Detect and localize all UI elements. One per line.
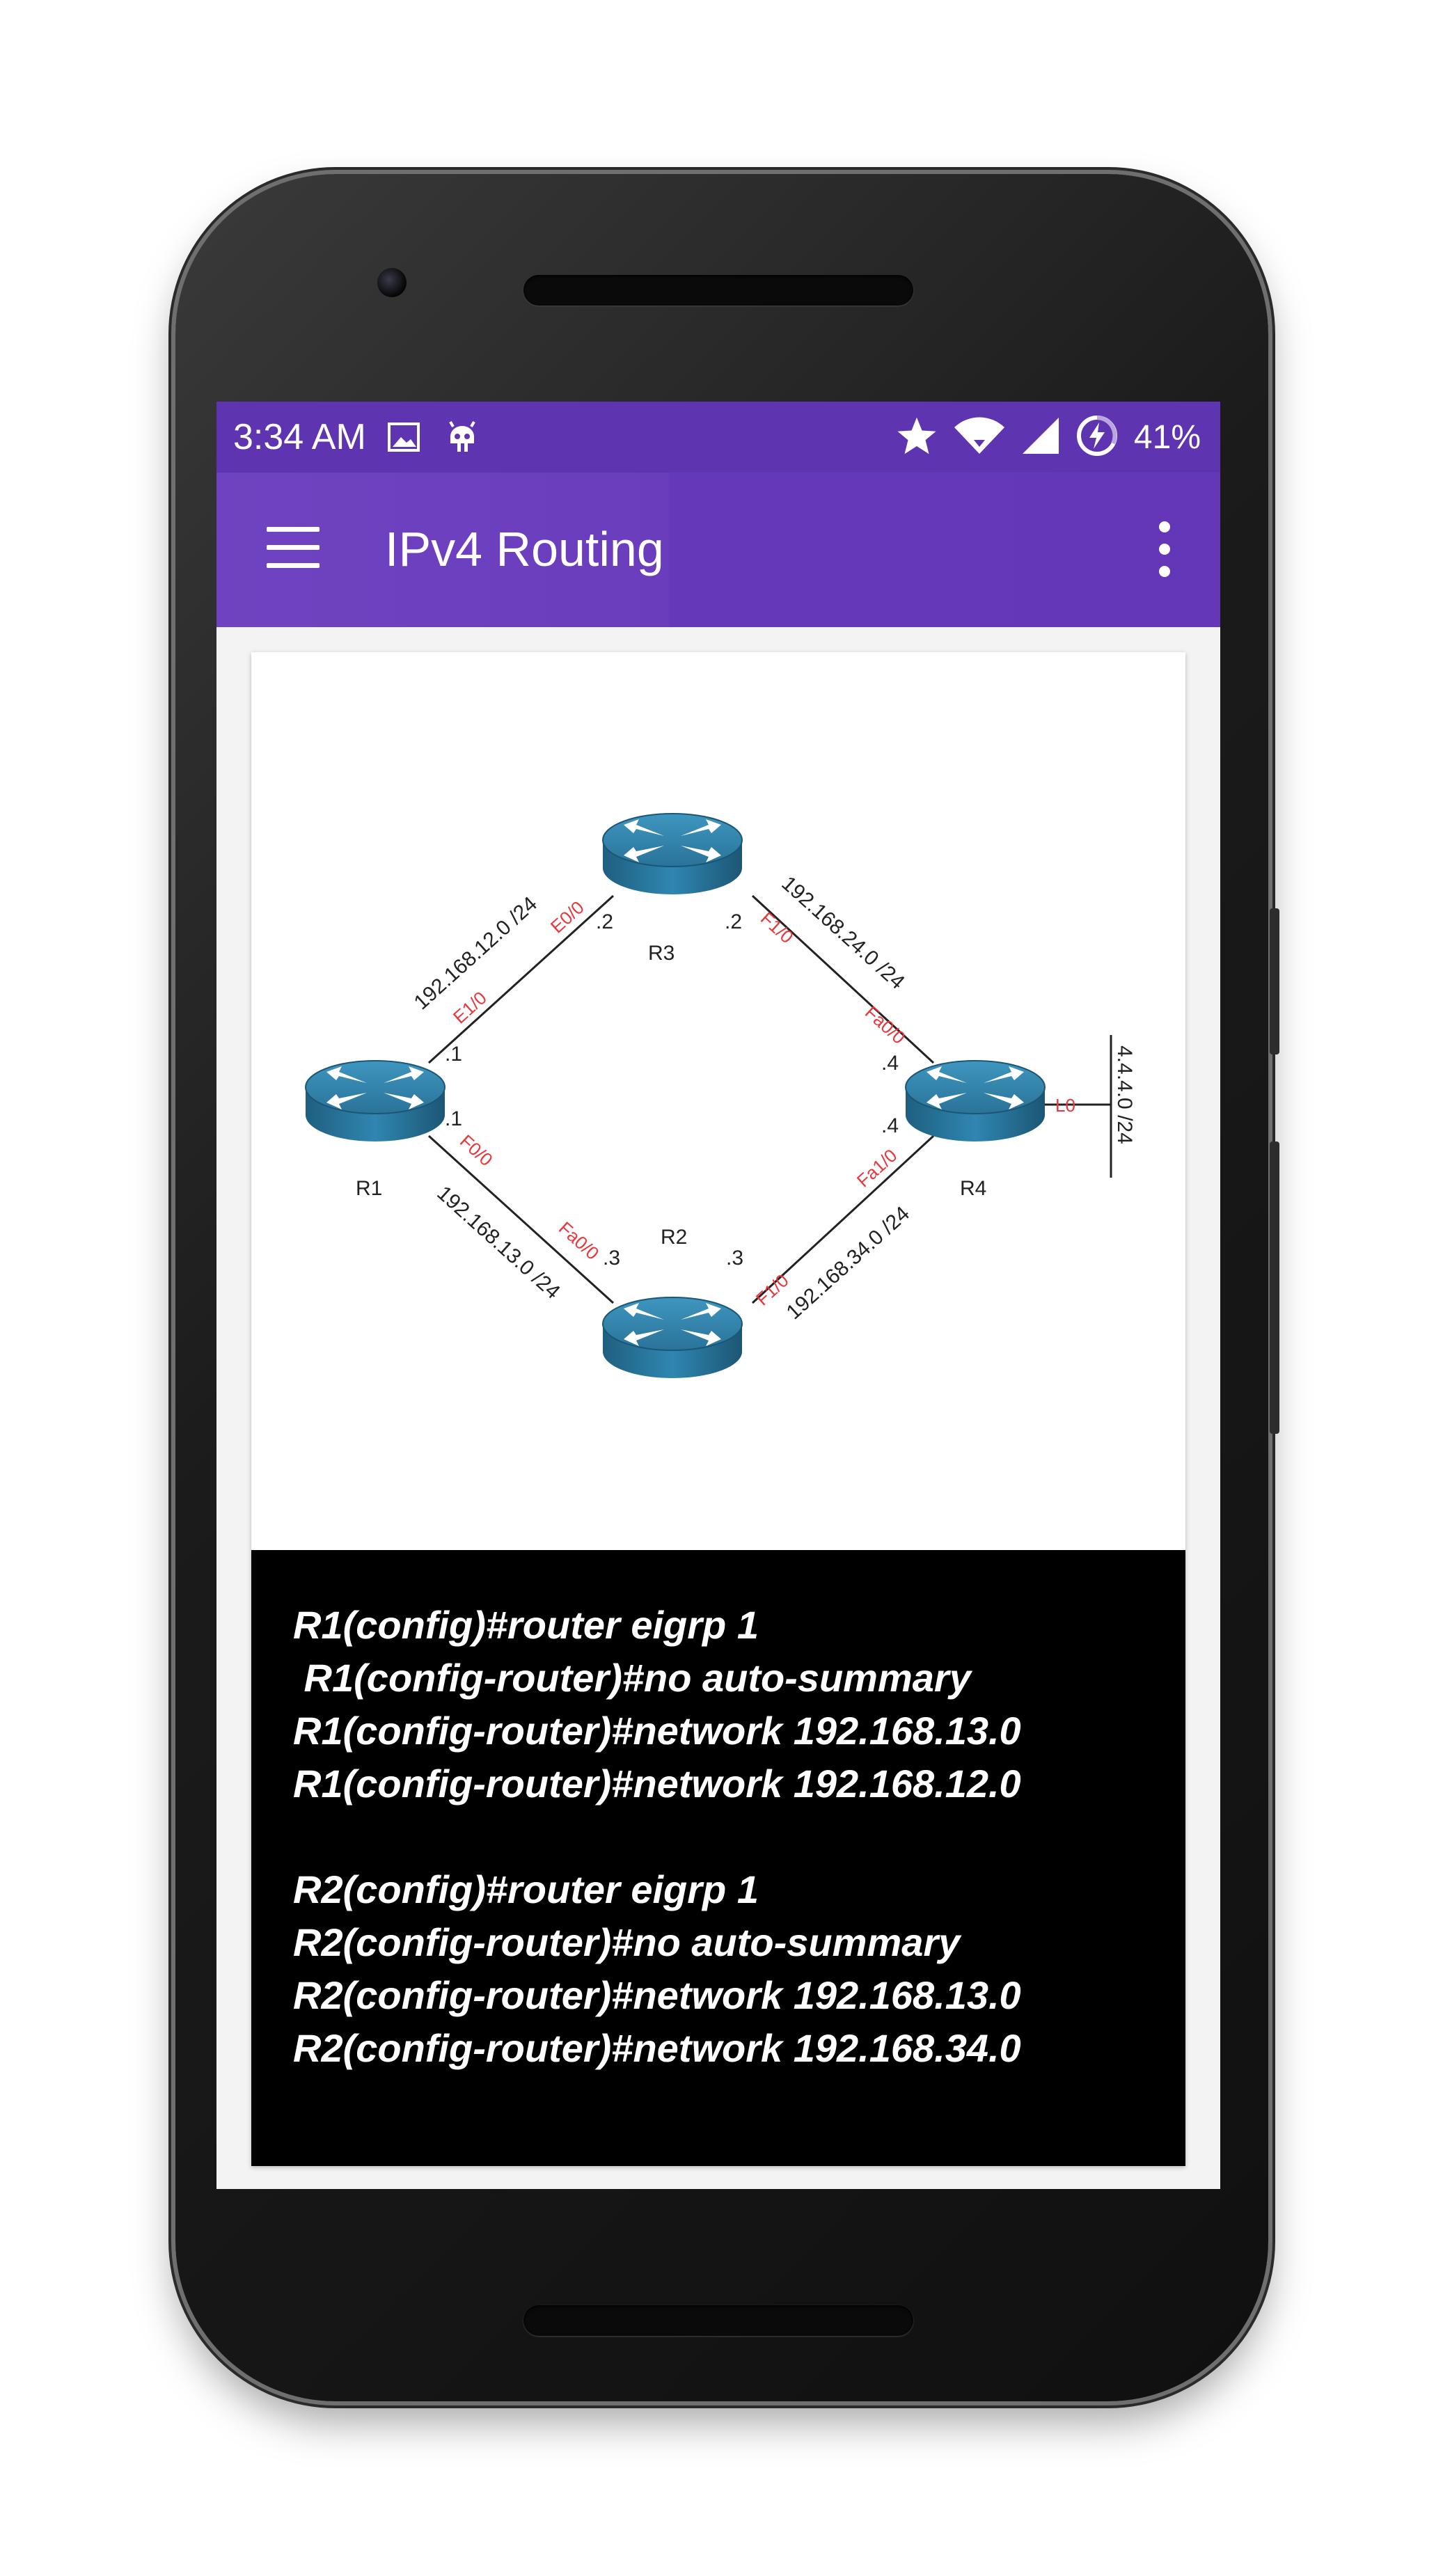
config-line: R1(config)#router eigrp 1 [293,1603,759,1647]
interface-label-r3-f1-0: F1/0 [757,908,798,947]
power-button[interactable] [1270,1141,1279,1434]
interface-label-r4-loopback: L0 [1055,1095,1075,1116]
interface-label-r4-fa1-0: Fa1/0 [853,1145,901,1192]
config-line: R2(config-router)#no auto-summary [293,1920,961,1964]
hamburger-menu-icon[interactable] [267,527,320,569]
wifi-icon [953,416,1006,459]
network-links [427,894,1112,1304]
host-id-r1-bottom: .1 [445,1107,462,1130]
router-label-r2: R2 [661,1226,687,1249]
network-label-r3-r4: 192.168.24.0 /24 [777,872,908,994]
router-r4[interactable] [905,1060,1046,1142]
config-code-block: R1(config)#router eigrp 1 R1(config-rout… [251,1550,1185,2166]
host-id-r2-left: .3 [603,1247,620,1270]
network-label-loopback: 4.4.4.0 /24 [1113,1045,1136,1144]
config-line: R2(config-router)#network 192.168.34.0 [293,2026,1021,2070]
interface-label-r4-fa0-0: Fa0/0 [861,1002,909,1048]
host-id-r3-left: .2 [596,910,613,933]
router-r1[interactable] [305,1060,445,1142]
front-camera [377,268,407,297]
battery-charging-icon [1075,414,1119,461]
router-r3[interactable] [602,813,743,895]
host-id-r1-top: .1 [445,1043,462,1066]
router-label-r1: R1 [356,1177,382,1200]
config-line: R2(config)#router eigrp 1 [293,1867,759,1911]
battery-percent: 41% [1133,418,1201,456]
host-id-r4-bottom: .4 [881,1114,899,1137]
config-line: R1(config-router)#no auto-summary [293,1656,971,1700]
screen: 3:34 AM 41% IPv4 Routing [216,402,1220,2189]
host-id-r4-top: .4 [881,1052,899,1075]
config-line-blank [251,1810,1185,1863]
status-icons: 41% [896,402,1201,473]
star-icon [896,416,938,459]
app-bar: IPv4 Routing [216,473,1220,627]
overflow-menu-icon[interactable] [1158,521,1172,577]
network-label-r2-r4: 192.168.34.0 /24 [782,1202,914,1324]
host-id-r2-right: .3 [726,1247,743,1270]
status-bar: 3:34 AM 41% [216,402,1220,473]
host-id-r3-right: .2 [725,910,742,933]
image-icon [383,416,425,458]
signal-icon [1021,416,1060,459]
interface-label-r1-f0-0: F0/0 [456,1130,497,1170]
config-line: R1(config-router)#network 192.168.12.0 [293,1762,1021,1805]
network-diagram: R1 R2 R3 R4 .1 .1 .2 .2 .3 .3 .4 .4 192.… [305,813,1136,1379]
android-icon [441,416,483,458]
page-title: IPv4 Routing [385,522,664,576]
router-r2[interactable] [602,1297,743,1379]
interface-label-r1-e1-0: E1/0 [449,987,491,1027]
router-label-r3: R3 [648,942,675,965]
status-time: 3:34 AM [233,417,366,457]
router-label-r4: R4 [960,1177,986,1200]
content-card: R1 R2 R3 R4 .1 .1 .2 .2 .3 .3 .4 .4 192.… [251,652,1185,2166]
interface-label-r3-e0-0: E0/0 [546,896,588,937]
config-line: R2(config-router)#network 192.168.13.0 [293,1973,1021,2017]
volume-button[interactable] [1270,908,1279,1054]
bottom-speaker [523,2305,913,2336]
top-speaker [523,275,913,306]
config-line: R1(config-router)#network 192.168.13.0 [293,1709,1021,1753]
